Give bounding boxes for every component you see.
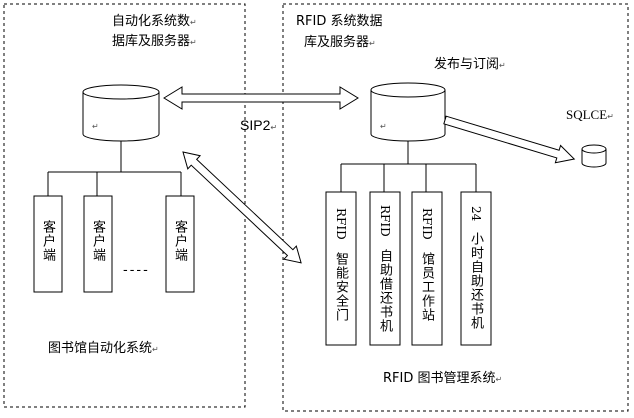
left-system-box [3, 3, 246, 408]
client-label-1: 客户端 [40, 220, 55, 262]
rfid-system-label: RFID 图书管理系统↵ [383, 370, 502, 389]
sip2-label-text: SIP2 [240, 117, 271, 133]
right-db-label-line2: 库及服务器 [304, 35, 370, 50]
left-db-label-line1: 自动化系统数 [112, 14, 191, 29]
left-db-label-line2: 据库及服务器 [112, 34, 191, 49]
right-database-cylinder [370, 82, 446, 142]
paragraph-mark: ↵ [152, 345, 159, 354]
device-prefix-1: RFID [334, 208, 348, 240]
paragraph-mark: ↵ [270, 123, 278, 132]
paragraph-mark: ↵ [495, 375, 503, 384]
left-db-label-2: 据库及服务器↵ [112, 33, 197, 52]
device-name-1: 智能安全门 [333, 252, 348, 322]
sqlce-label: SQLCE↵ [566, 106, 614, 126]
device-box-2 [369, 191, 401, 346]
publish-arrow [443, 115, 576, 164]
device-box-3 [411, 191, 443, 346]
device-box-4 [460, 191, 492, 346]
paragraph-mark: ↵ [607, 112, 614, 121]
right-system-box [282, 3, 629, 412]
client-label-2: 客户端 [90, 220, 105, 262]
right-db-label: RFID 系统数据 [296, 13, 383, 31]
left-system-label: 图书馆自动化系统↵ [48, 340, 159, 359]
paragraph-mark: ↵ [190, 38, 197, 47]
publish-label-text: 发布与订阅 [434, 57, 500, 72]
sqlce-label-text: SQLCE [566, 107, 608, 122]
right-db-mark: ↵ [380, 118, 387, 136]
device-name-2: 自助借还书机 [377, 249, 392, 333]
rfid-system-label-text: RFID 图书管理系统 [383, 371, 496, 386]
left-db-label: 自动化系统数↵ [112, 13, 197, 32]
device-prefix-3: RFID [420, 208, 434, 240]
device-prefix-4: 24 [469, 206, 483, 222]
device-box-1 [325, 191, 357, 346]
sqlce-database-cylinder [581, 144, 607, 168]
db-sync-double-arrow [163, 86, 359, 110]
sip2-label: SIP2↵ [240, 116, 277, 137]
paragraph-mark: ↵ [92, 122, 99, 131]
right-device-tree [340, 141, 477, 192]
client-label-3: 客户端 [172, 220, 187, 262]
paragraph-mark: ↵ [190, 18, 197, 27]
right-db-label-line1: RFID 系统数据 [296, 14, 383, 29]
device-name-3: 馆员工作站 [419, 252, 434, 322]
paragraph-mark: ↵ [499, 61, 506, 70]
right-db-label-2: 库及服务器↵ [304, 34, 376, 53]
left-system-label-text: 图书馆自动化系统 [48, 341, 153, 356]
left-client-tree [47, 141, 182, 196]
device-prefix-2: RFID [378, 205, 392, 237]
client-dashes: ---- [123, 263, 150, 278]
left-db-mark: ↵ [92, 118, 99, 136]
device-name-4: 小时自助还书机 [468, 232, 483, 330]
left-database-cylinder [82, 84, 160, 142]
publish-label: 发布与订阅↵ [434, 56, 506, 75]
client-box-1 [33, 195, 63, 293]
paragraph-mark: ↵ [369, 39, 376, 48]
paragraph-mark: ↵ [380, 122, 387, 131]
sip2-double-arrow [182, 151, 302, 264]
client-box-3 [165, 195, 195, 293]
client-box-2 [83, 195, 113, 293]
